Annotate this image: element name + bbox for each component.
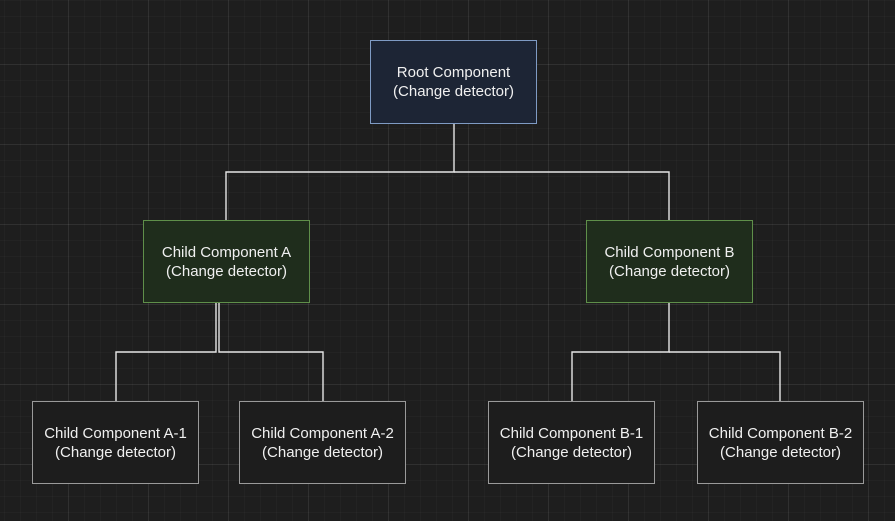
- connector-root-to-b: [454, 171, 670, 220]
- connector-b-to-b1: [571, 303, 670, 401]
- node-subtitle: (Change detector): [55, 443, 176, 461]
- connector-a-to-a2: [218, 303, 324, 401]
- connector-b-to-b2: [669, 351, 781, 401]
- node-title: Child Component A: [161, 243, 292, 261]
- connector-a-to-a1: [115, 303, 217, 401]
- node-subtitle: (Change detector): [262, 443, 383, 461]
- node-subtitle: (Change detector): [720, 443, 841, 461]
- node-subtitle: (Change detector): [511, 443, 632, 461]
- node-title: Root Component: [396, 64, 511, 81]
- node-subtitle: (Change detector): [393, 83, 514, 100]
- node-child-component-a1[interactable]: Child Component A-1 (Change detector): [32, 401, 199, 484]
- node-title: Child Component B-1: [499, 424, 644, 442]
- node-child-component-b1[interactable]: Child Component B-1 (Change detector): [488, 401, 655, 484]
- node-title: Child Component A-2: [251, 424, 394, 442]
- node-root-component[interactable]: Root Component (Change detector): [370, 40, 537, 124]
- node-subtitle: (Change detector): [166, 262, 287, 280]
- node-title: Child Component A-1: [44, 424, 187, 442]
- node-title: Child Component B: [604, 243, 735, 261]
- node-child-component-b[interactable]: Child Component B (Change detector): [586, 220, 753, 303]
- node-title: Child Component B-2: [708, 424, 853, 442]
- connector-root-to-a: [225, 124, 455, 220]
- node-child-component-a[interactable]: Child Component A (Change detector): [143, 220, 310, 303]
- node-child-component-b2[interactable]: Child Component B-2 (Change detector): [697, 401, 864, 484]
- node-child-component-a2[interactable]: Child Component A-2 (Change detector): [239, 401, 406, 484]
- node-subtitle: (Change detector): [609, 262, 730, 280]
